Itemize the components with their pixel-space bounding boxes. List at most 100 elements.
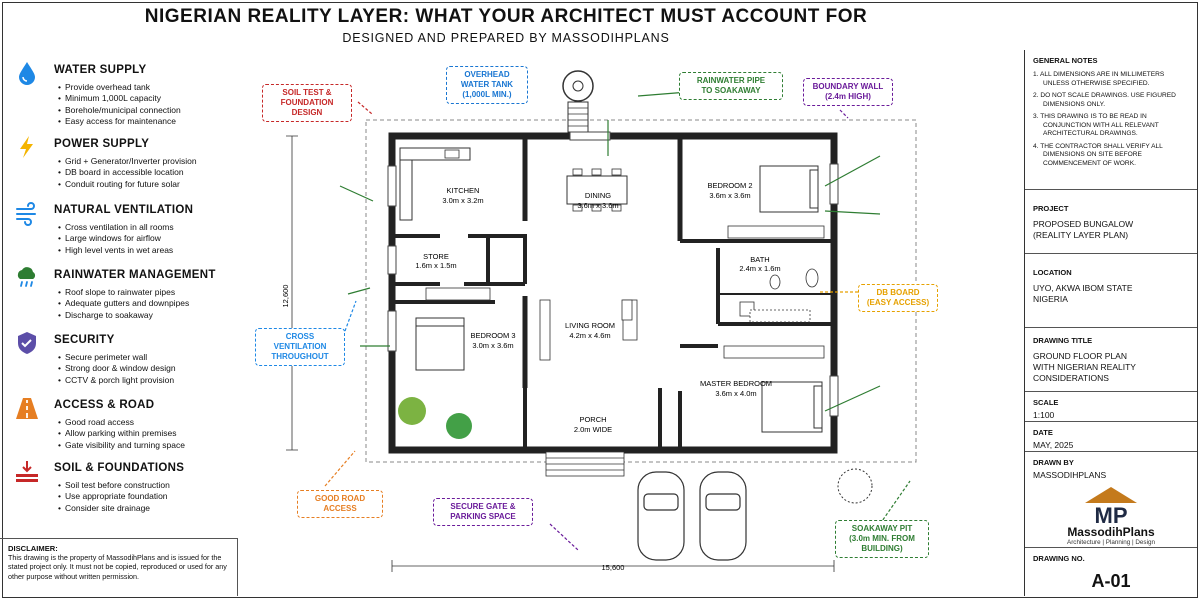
location-label: LOCATION — [1033, 268, 1072, 277]
section-title: WATER SUPPLY — [54, 64, 147, 76]
general-notes: GENERAL NOTES 1. ALL DIMENSIONS ARE IN M… — [1025, 50, 1197, 190]
drawing-title-label: DRAWING TITLE — [1033, 336, 1093, 345]
porch-name: PORCH — [579, 415, 606, 424]
bath-size: 2.4m x 1.6m — [739, 264, 780, 273]
section-list: Roof slope to rainwater pipes Adequate g… — [58, 287, 189, 321]
kitchen-size: 3.0m x 3.2m — [442, 196, 483, 205]
project-block: PROJECT PROPOSED BUNGALOW (REALITY LAYER… — [1025, 198, 1197, 254]
bedroom3-size: 3.0m x 3.6m — [472, 341, 513, 350]
section-title: SOIL & FOUNDATIONS — [54, 462, 185, 474]
callout-line: PARKING SPACE — [450, 512, 516, 521]
callout-line: OVERHEAD — [464, 70, 510, 79]
note-item: 1. ALL DIMENSIONS ARE IN MILLIMETERS UNL… — [1033, 71, 1165, 87]
callout-secure-gate: SECURE GATE & PARKING SPACE — [433, 498, 533, 526]
callout-line: DB BOARD — [876, 288, 920, 297]
soil-icon — [16, 461, 38, 482]
section-title: ACCESS & ROAD — [54, 399, 155, 411]
list-item: Grid + Generator/Inverter provision — [58, 156, 197, 167]
dining-size: 3.6m x 3.6m — [577, 201, 618, 210]
room-labels: KITCHEN 3.0m x 3.2m DINING 3.6m x 3.6m B… — [415, 181, 780, 434]
callout-soakaway: SOAKAWAY PIT (3.0m MIN. FROM BUILDING) — [835, 520, 929, 558]
wind-icon — [16, 202, 36, 226]
height-dimension: 12,600 — [281, 285, 290, 308]
dining-name: DINING — [585, 191, 611, 200]
floor-plan: 12,600 15,600 KITCHEN 3.0m x 3.2m DINING… — [281, 70, 917, 572]
callout-cross-ventilation: CROSS VENTILATION THROUGHOUT — [255, 328, 345, 366]
project-value: (REALITY LAYER PLAN) — [1033, 230, 1129, 240]
list-item: Conduit routing for future solar — [58, 179, 197, 190]
porch-steps — [545, 451, 625, 477]
list-item: Good road access — [58, 417, 185, 428]
dining-table — [566, 168, 628, 212]
callout-line: DESIGN — [291, 108, 323, 117]
section-title: SECURITY — [54, 334, 115, 346]
drawing-no-value: A-01 — [1091, 571, 1131, 591]
list-item: Cross ventilation in all rooms — [58, 222, 174, 233]
page-title: NIGERIAN REALITY LAYER: WHAT YOUR ARCHIT… — [144, 6, 868, 27]
overhead-tank-symbol — [562, 70, 594, 133]
scale-block: SCALE 1:100 — [1025, 392, 1197, 422]
dimension-lines — [286, 135, 835, 572]
living-name: LIVING ROOM — [565, 321, 615, 330]
section-list: Secure perimeter wall Strong door & wind… — [58, 352, 176, 386]
drawn-by-value: MASSODIHPLANS — [1033, 470, 1107, 480]
beds — [415, 165, 823, 433]
callout-line: FOUNDATION — [280, 98, 334, 107]
shield-icon — [18, 332, 36, 354]
windows — [387, 131, 839, 417]
section-list: Soil test before construction Use approp… — [58, 480, 170, 514]
callout-line: SOIL TEST & — [282, 88, 332, 97]
callout-line: (3.0m MIN. FROM — [849, 534, 915, 543]
location-value: UYO, AKWA IBOM STATE — [1033, 283, 1133, 293]
logo-tagline: Architecture | Planning | Design — [1067, 539, 1155, 546]
bedroom2-size: 3.6m x 3.6m — [709, 191, 750, 200]
section-title: NATURAL VENTILATION — [54, 204, 194, 216]
callout-db-board: DB BOARD (EASY ACCESS) — [858, 284, 938, 312]
callout-line: (1,000L MIN.) — [462, 90, 512, 99]
bath-name: BATH — [750, 255, 769, 264]
callout-line: TO SOAKAWAY — [701, 86, 761, 95]
general-notes-title: GENERAL NOTES — [1033, 56, 1098, 65]
kitchen-counter — [399, 147, 471, 161]
drawn-by-block: DRAWN BY MASSODIHPLANS MP MassodihPlans … — [1025, 452, 1197, 548]
callout-line: CROSS — [285, 332, 315, 341]
callout-line: BOUNDARY WALL — [812, 82, 884, 91]
list-item: Large windows for airflow — [58, 233, 174, 244]
section-title: RAINWATER MANAGEMENT — [54, 269, 216, 281]
list-item: Borehole/municipal connection — [58, 105, 181, 116]
drawing-number-block: DRAWING NO. A-01 — [1025, 548, 1197, 596]
list-item: Use appropriate foundation — [58, 491, 170, 502]
callout-line: SECURE GATE & — [450, 502, 516, 511]
scale-label: SCALE — [1033, 398, 1059, 407]
callout-line: RAINWATER PIPE — [696, 76, 766, 85]
list-item: Soil test before construction — [58, 480, 170, 491]
drawing-title-value: GROUND FLOOR PLAN — [1033, 351, 1127, 361]
wardrobes — [425, 225, 825, 359]
bedroom2-name: BEDROOM 2 — [707, 181, 752, 190]
callout-line: (EASY ACCESS) — [866, 298, 930, 307]
callout-good-road: GOOD ROAD ACCESS — [297, 490, 383, 518]
company-logo-icon: MP — [1085, 487, 1137, 525]
list-item: DB board in accessible location — [58, 167, 197, 178]
bath-fixtures — [739, 268, 819, 323]
logo-monogram: MP — [1095, 503, 1128, 525]
project-value: PROPOSED BUNGALOW — [1033, 219, 1134, 229]
date-label: DATE — [1033, 428, 1053, 437]
road-icon — [16, 398, 38, 419]
drawing-title-value: WITH NIGERIAN REALITY — [1033, 362, 1136, 372]
location-value: NIGERIA — [1033, 294, 1068, 304]
callout-overhead-tank: OVERHEAD WATER TANK (1,000L MIN.) — [446, 66, 528, 104]
disclaimer: DISCLAIMER: This drawing is the property… — [0, 538, 238, 596]
list-item: Adequate gutters and downpipes — [58, 298, 189, 309]
rain-cloud-icon — [17, 267, 36, 287]
section-list: Grid + Generator/Inverter provision DB b… — [58, 156, 197, 190]
callout-line: WATER TANK — [460, 80, 514, 89]
section-title: POWER SUPPLY — [54, 138, 150, 150]
width-dimension: 15,600 — [602, 563, 625, 572]
drawing-no-label: DRAWING NO. — [1033, 554, 1085, 563]
lightning-icon — [20, 136, 33, 158]
section-list: Cross ventilation in all rooms Large win… — [58, 222, 174, 256]
callout-line: (2.4m HIGH) — [825, 92, 871, 101]
callout-line: SOAKAWAY PIT — [851, 524, 913, 533]
list-item: Strong door & window design — [58, 363, 176, 374]
